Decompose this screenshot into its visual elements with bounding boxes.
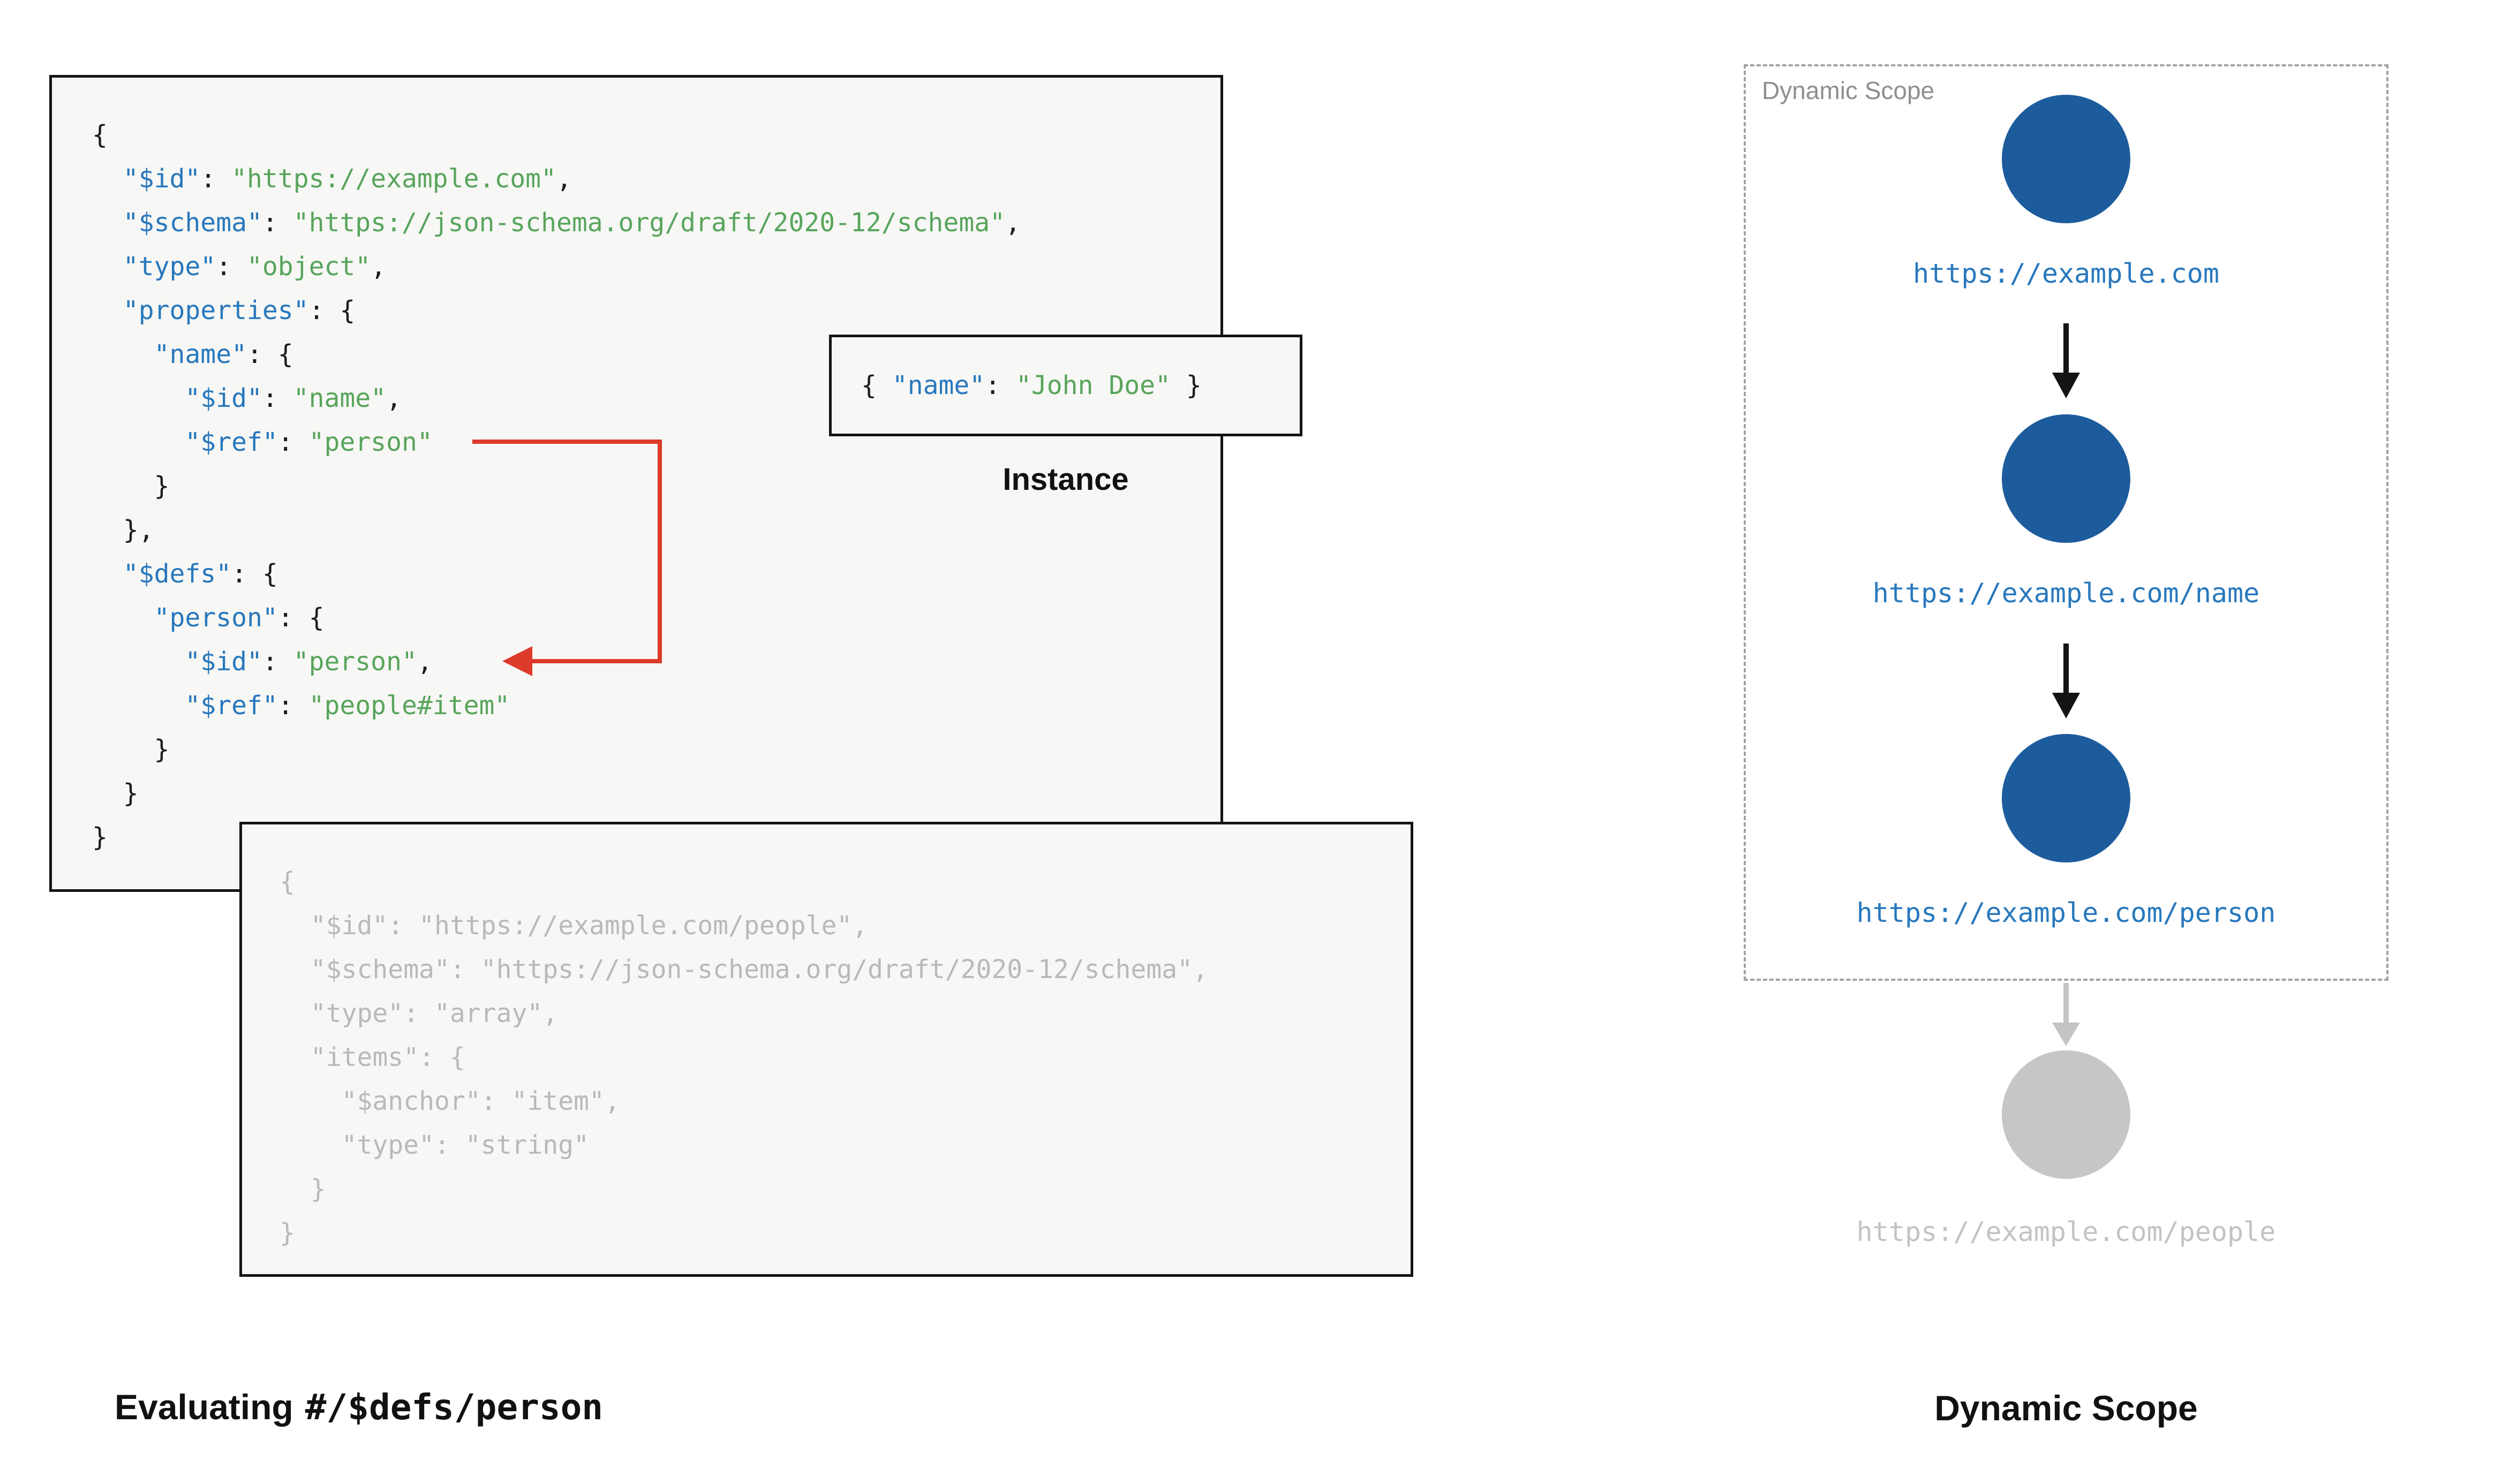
code-line: "type": "string" bbox=[341, 1130, 589, 1160]
code-line: "$id": "https://example.com/people", bbox=[310, 911, 868, 941]
code-line: "type": "object", bbox=[123, 252, 387, 282]
code-line: "$ref": "person" bbox=[185, 427, 433, 457]
code-line: "$id": "person", bbox=[185, 647, 433, 677]
scope-node-person bbox=[2002, 734, 2130, 862]
evaluating-caption-prefix: Evaluating bbox=[115, 1387, 293, 1427]
instance-panel: { "name": "John Doe" } bbox=[829, 335, 1302, 436]
people-panel: { "$id": "https://example.com/people", "… bbox=[239, 822, 1413, 1277]
code-line: "$id": "name", bbox=[185, 383, 402, 413]
scope-node-person-label: https://example.com/person bbox=[1856, 897, 2276, 928]
code-line: } bbox=[92, 778, 139, 808]
arrow-down-icon bbox=[2052, 323, 2080, 398]
code-line: } bbox=[92, 822, 108, 852]
scope-node-name-label: https://example.com/name bbox=[1872, 578, 2260, 609]
code-line: "name": { bbox=[154, 339, 293, 369]
scope-node-people bbox=[2002, 1050, 2130, 1179]
code-line: "$anchor": "item", bbox=[341, 1086, 620, 1116]
code-line: "items": { bbox=[310, 1042, 465, 1072]
code-line: } bbox=[280, 1218, 295, 1248]
code-line: "$schema": "https://json-schema.org/draf… bbox=[123, 208, 1021, 238]
dynamic-scope-caption: Dynamic Scope bbox=[1934, 1388, 2198, 1428]
arrow-down-icon bbox=[2052, 643, 2080, 718]
arrow-down-gray-icon bbox=[2052, 983, 2080, 1046]
instance-caption: Instance bbox=[1003, 462, 1129, 497]
scope-node-root bbox=[2002, 95, 2130, 223]
code-line: { bbox=[280, 867, 295, 897]
dynamic-scope-box bbox=[1744, 64, 2388, 981]
code-line: }, bbox=[92, 515, 154, 545]
schema-code: { "$id": "https://example.com", "$schema… bbox=[92, 113, 1199, 859]
code-line: } bbox=[92, 735, 170, 764]
code-line: "$id": "https://example.com", bbox=[123, 164, 572, 194]
people-code: { "$id": "https://example.com/people", "… bbox=[280, 860, 1389, 1255]
code-line: } bbox=[92, 471, 170, 501]
code-line: "properties": { bbox=[123, 296, 356, 325]
evaluating-caption: Evaluating #/$defs/person bbox=[115, 1387, 603, 1428]
code-line: "person": { bbox=[154, 603, 325, 633]
schema-panel: { "$id": "https://example.com", "$schema… bbox=[49, 75, 1223, 892]
evaluating-caption-path: #/$defs/person bbox=[305, 1387, 604, 1428]
scope-node-root-label: https://example.com bbox=[1913, 258, 2219, 289]
code-line: "$schema": "https://json-schema.org/draf… bbox=[310, 955, 1208, 985]
code-line: } bbox=[280, 1174, 326, 1204]
instance-code: { "name": "John Doe" } bbox=[861, 364, 1202, 407]
scope-node-people-label: https://example.com/people bbox=[1856, 1216, 2276, 1247]
code-line: "$defs": { bbox=[123, 559, 278, 589]
code-line: { bbox=[92, 120, 108, 150]
code-line: "type": "array", bbox=[310, 998, 559, 1028]
code-line: "$ref": "people#item" bbox=[185, 691, 510, 721]
code-line: { "name": "John Doe" } bbox=[861, 370, 1202, 400]
scope-node-name bbox=[2002, 414, 2130, 543]
dynamic-scope-box-label: Dynamic Scope bbox=[1762, 77, 1935, 104]
